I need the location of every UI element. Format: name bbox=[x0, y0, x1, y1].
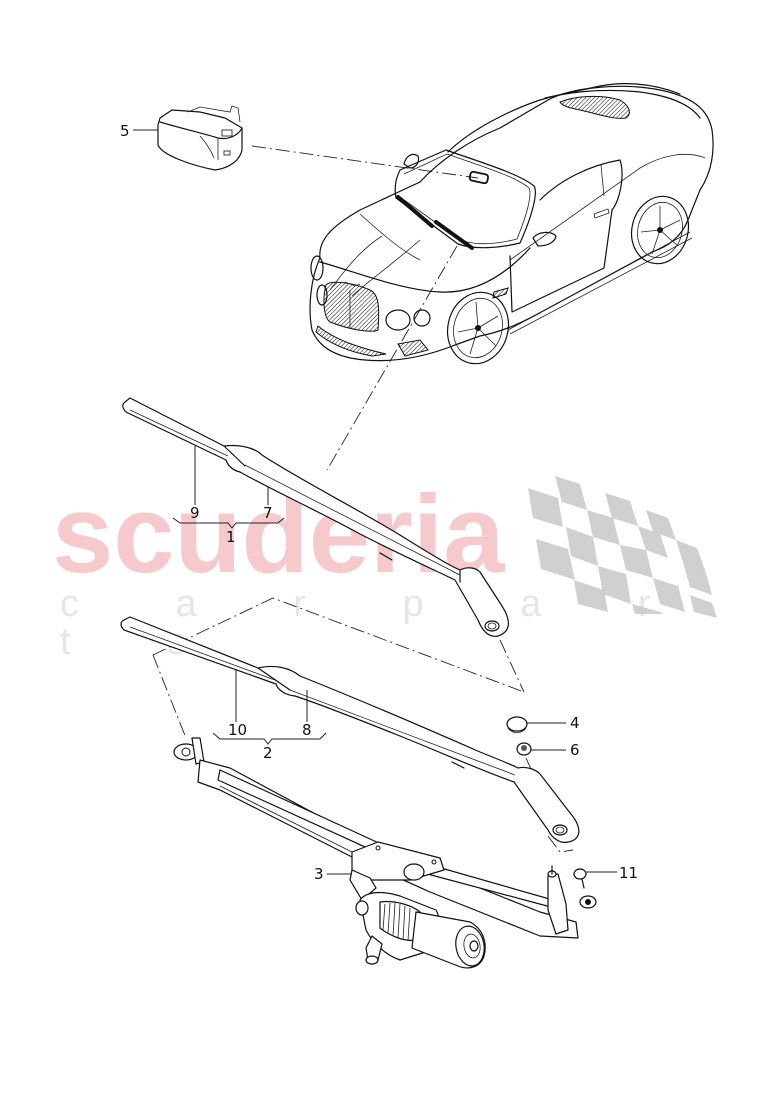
callout-6[interactable]: 6 bbox=[570, 741, 580, 759]
leader-lines bbox=[133, 129, 617, 875]
part-11-bolt[interactable] bbox=[573, 868, 587, 889]
callout-4[interactable]: 4 bbox=[570, 714, 580, 732]
callout-1[interactable]: 1 bbox=[226, 528, 236, 546]
car-illustration bbox=[309, 83, 714, 365]
part-1-wiper-assembly-upper[interactable] bbox=[122, 397, 509, 637]
part-2-wiper-assembly-lower[interactable] bbox=[120, 616, 580, 843]
callout-2[interactable]: 2 bbox=[263, 744, 273, 762]
callout-7[interactable]: 7 bbox=[263, 504, 273, 522]
callout-labels: 5 9 7 1 10 8 2 4 6 3 11 bbox=[120, 122, 638, 883]
callout-9[interactable]: 9 bbox=[190, 504, 200, 522]
part-3-wiper-motor-linkage[interactable] bbox=[173, 737, 597, 969]
watermark-subtitle-text: c a r p a r t s bbox=[60, 583, 694, 663]
assembly-lines bbox=[152, 145, 574, 853]
callout-10[interactable]: 10 bbox=[228, 721, 247, 739]
checkered-flag-watermark bbox=[528, 476, 717, 618]
part-4-cover-cap[interactable] bbox=[506, 716, 528, 733]
part-6-hex-nut[interactable] bbox=[516, 742, 532, 756]
callout-8[interactable]: 8 bbox=[302, 721, 312, 739]
callout-5[interactable]: 5 bbox=[120, 122, 130, 140]
part-5-rain-sensor[interactable] bbox=[157, 105, 243, 171]
callout-11[interactable]: 11 bbox=[619, 864, 638, 882]
callout-3[interactable]: 3 bbox=[314, 865, 324, 883]
watermark-subtitle: c a r p a r t s bbox=[60, 585, 778, 661]
watermark-brand: scuderia bbox=[52, 473, 505, 596]
